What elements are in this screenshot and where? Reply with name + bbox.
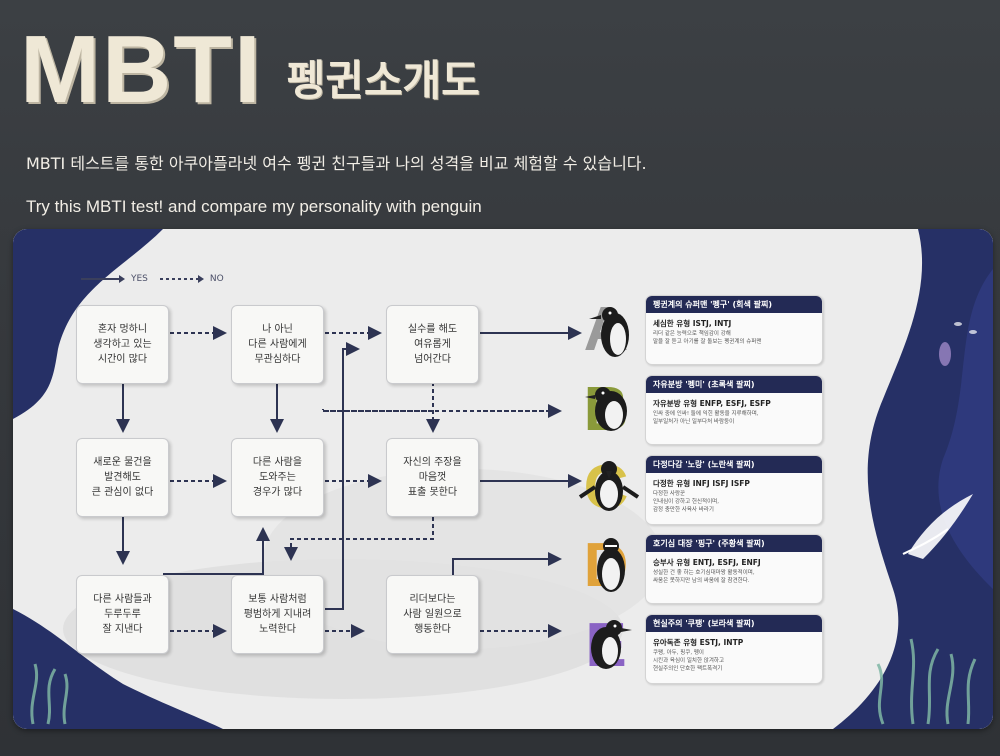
- question-box-4: 새로운 물건을 발견해도 큰 관심이 없다: [76, 438, 169, 517]
- result-card-type: 자유분방 유형 ENFP, ESFJ, ESFP: [653, 399, 771, 408]
- no-arrow-icon: [159, 275, 204, 283]
- question-box-9: 리더보다는 사람 일원으로 행동한다: [386, 575, 479, 654]
- result-card-description: 쿠팽, 아두, 핑쿠, 펭이 시킨과 육심이 일치한 앉겨하고 현실주의인 단호…: [653, 650, 725, 672]
- result-card-type: 세심한 유형 ISTJ, INTJ: [653, 319, 732, 328]
- result-card-description: 성실한 건 좋 하는 호기심대마왕 활동적이며, 싸움은 못하지만 남의 싸움에…: [653, 570, 755, 584]
- result-card-type: 유아독존 유형 ESTJ, INTP: [653, 638, 744, 647]
- description-english: Try this MBTI test! and compare my perso…: [26, 197, 482, 216]
- legend-no-label: NO: [209, 274, 224, 284]
- description-korean: MBTI 테스트를 통한 아쿠아플라넷 여수 펭귄 친구들과 나의 성격을 비교…: [26, 154, 647, 173]
- title-area: MBTI 펭귄소개도: [20, 22, 480, 118]
- flowchart-board: YES NO: [13, 229, 993, 729]
- result-card-description: 인싸 중에 인싸! 둘에 익힌 활동을 지루해하며, 일부일처가 아닌 일부다처…: [653, 411, 759, 425]
- flow-arrows: [116, 326, 582, 638]
- legend: YES NO: [81, 274, 236, 284]
- page-subtitle: 펭귄소개도: [286, 56, 480, 105]
- result-card-description: 리더 같은 능력으로 책임감이 강해 말을 잘 듣고 아기를 잘 돌보는 펭귄계…: [653, 331, 762, 345]
- result-card-header: 호기심 대장 '핑구' (주황색 팔찌): [646, 535, 822, 552]
- legend-yes-label: YES: [131, 274, 148, 284]
- result-card-header: 펭귄계의 슈퍼맨 '펭구' (회색 팔찌): [646, 296, 822, 313]
- question-box-7: 다른 사람들과 두루두루 잘 지낸다: [76, 575, 169, 654]
- penguin-d-icon: [597, 538, 625, 592]
- question-box-2: 나 아닌 다른 사람에게 무관심하다: [231, 305, 324, 384]
- penguin-e-icon: [591, 620, 632, 669]
- result-card-b: 자유분방 '펭미' (초록색 팔찌) 자유분방 유형 ENFP, ESFJ, E…: [645, 375, 823, 445]
- result-card-header: 자유분방 '펭미' (초록색 팔찌): [646, 376, 822, 393]
- result-card-c: 다정다감 '노랑' (노란색 팔찌) 다정한 유형 INFJ ISFJ ISFP…: [645, 455, 823, 525]
- result-card-type: 다정한 유형 INFJ ISFJ ISFP: [653, 479, 750, 488]
- arrow-q9-result-d: [452, 552, 562, 575]
- result-card-header: 다정다감 '노랑' (노란색 팔찌): [646, 456, 822, 473]
- question-box-1: 혼자 멍하니 생각하고 있는 시간이 많다: [76, 305, 169, 384]
- penguin-c-icon: [578, 461, 640, 511]
- result-card-header: 현실주의 '쿠팽' (보라색 팔찌): [646, 615, 822, 632]
- penguin-b-icon: [585, 387, 627, 431]
- arrow-q8-q3: [325, 342, 360, 610]
- question-box-8: 보통 사람처럼 평범하게 지내려 노력한다: [231, 575, 324, 654]
- page-title: MBTI: [20, 16, 263, 123]
- question-box-3: 실수를 해도 여유롭게 넘어간다: [386, 305, 479, 384]
- penguin-a-icon: [589, 307, 629, 357]
- question-box-5: 다른 사람을 도와주는 경우가 많다: [231, 438, 324, 517]
- result-card-type: 승부사 유형 ENTJ, ESFJ, ENFJ: [653, 558, 761, 567]
- arrow-q7-q5: [163, 527, 270, 575]
- arrow-q6-q8: [284, 517, 434, 561]
- result-card-d: 호기심 대장 '핑구' (주황색 팔찌) 승부사 유형 ENTJ, ESFJ, …: [645, 534, 823, 604]
- result-card-description: 다정한 사랑꾼 인내심이 강하고 헌신적이며, 감정 충만한 사육사 바라기: [653, 491, 719, 513]
- question-box-6: 자신의 주장을 마음껏 표출 못한다: [386, 438, 479, 517]
- result-card-e: 현실주의 '쿠팽' (보라색 팔찌) 유아독존 유형 ESTJ, INTP 쿠팽…: [645, 614, 823, 684]
- board-background: [13, 229, 993, 729]
- yes-arrow-icon: [81, 275, 125, 283]
- result-card-a: 펭귄계의 슈퍼맨 '펭구' (회색 팔찌) 세심한 유형 ISTJ, INTJ …: [645, 295, 823, 365]
